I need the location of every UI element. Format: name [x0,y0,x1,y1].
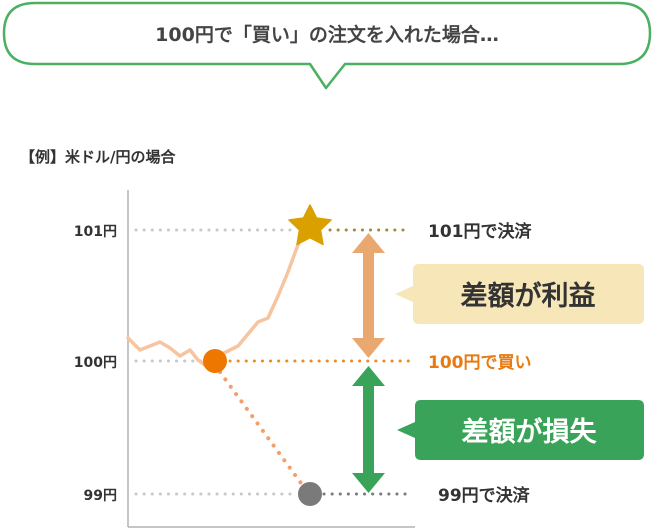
example-label: 【例】米ドル/円の場合 [20,148,176,166]
profit-callout-box [395,264,644,324]
buy-label: 100円で買い [428,353,532,373]
speech-bubble-shape [2,1,652,90]
low-point-icon [298,482,322,506]
profit-arrow [352,233,385,358]
settle-low-label: 99円で決済 [438,485,531,506]
price-line [126,228,306,368]
loss-callout: 差額が損失 [397,400,644,460]
profit-callout-text: 差額が利益 [461,280,596,312]
buy-point-icon [203,349,227,373]
profit-callout: 差額が利益 [395,264,644,324]
y-label-100: 100円 [74,355,117,371]
down-path [218,370,308,492]
loss-callout-box [397,400,644,460]
settle-high-label: 101円で決済 [428,221,532,242]
y-label-99: 99円 [84,488,117,504]
star-icon [288,204,332,246]
speech-bubble-text: 100円で「買い」の注文を入れた場合… [155,23,499,46]
y-label-101: 101円 [74,224,117,240]
loss-callout-text: 差額が損失 [462,416,598,448]
speech-bubble: 100円で「買い」の注文を入れた場合… [2,1,652,90]
loss-arrow [352,366,385,493]
